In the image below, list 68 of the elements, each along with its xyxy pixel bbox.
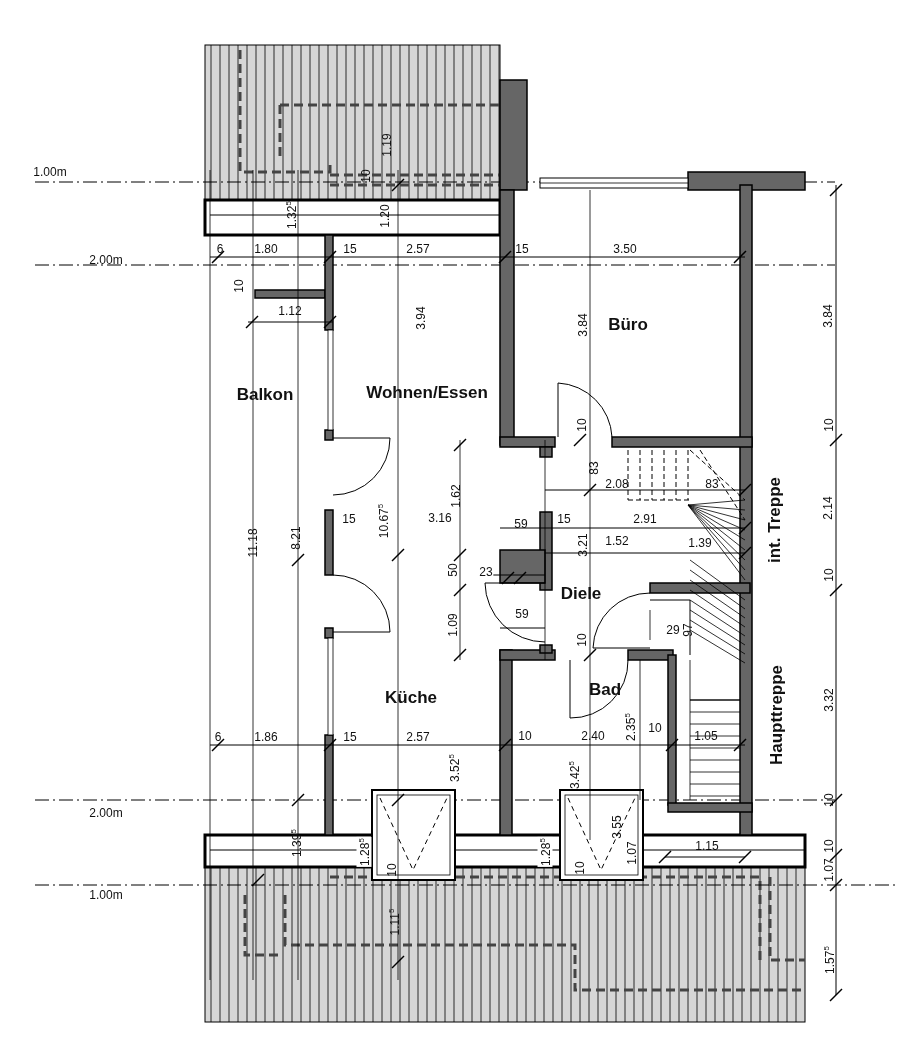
room-name: int. Treppe xyxy=(765,477,783,563)
dimension-label: 10 xyxy=(360,169,372,183)
dimension-label: 2.00m xyxy=(89,807,123,819)
dimension-label: 2.00m xyxy=(89,254,123,266)
dimension-label: 50 xyxy=(447,563,459,577)
dimension-label: 2.14 xyxy=(822,496,834,520)
dimension-label: 2.57 xyxy=(406,731,430,743)
dimension-label: 97 xyxy=(682,623,694,637)
room-name: Wohnen/Essen xyxy=(366,383,488,401)
dimension-label: 2.40 xyxy=(581,730,605,742)
dimension-label: 3.84 xyxy=(822,304,834,328)
dimension-label: 1.00m xyxy=(33,166,67,178)
dimension-label: 15 xyxy=(343,243,357,255)
dimension-label: 11.18 xyxy=(247,528,259,558)
dimension-label: 1.80 xyxy=(254,243,278,255)
dimension-label: 1.20 xyxy=(379,204,391,228)
dimension-label: 15 xyxy=(515,243,529,255)
room-name: Haupttreppe xyxy=(767,664,785,766)
dimension-label: 1.19 xyxy=(381,133,393,157)
dimension-label: 1.07 xyxy=(626,841,638,865)
dimension-label: 10 xyxy=(574,861,586,875)
dimension-label: 15 xyxy=(557,513,571,525)
dimension-label: 1.09 xyxy=(447,613,459,637)
dimension-label: 3.21 xyxy=(577,533,589,557)
dimension-label: 1.05 xyxy=(694,730,718,742)
dimension-label: 3.32 xyxy=(823,688,835,712)
dimension-label: 10 xyxy=(518,730,532,742)
dimension-label: 83 xyxy=(588,461,600,475)
dimension-label: 1.00m xyxy=(89,889,123,901)
dimension-label: 10 xyxy=(648,722,662,734)
dimension-label: 3.84 xyxy=(577,313,589,337)
dimension-label: 59 xyxy=(515,608,529,620)
dimension-label: 10 xyxy=(386,863,398,877)
dimension-label: 10 xyxy=(823,568,835,582)
dimension-label: 1.62 xyxy=(450,484,462,508)
dimension-label: 3.16 xyxy=(428,512,452,524)
dimension-label: 1.15 xyxy=(695,840,719,852)
dimension-label: 3.94 xyxy=(415,306,427,330)
dimension-label: 10 xyxy=(823,793,835,807)
dimension-label: 1.07 xyxy=(823,858,835,882)
dimension-label: 10 xyxy=(823,839,835,853)
dimension-label: 2.08 xyxy=(605,478,629,490)
dimension-label: 10 xyxy=(576,418,588,432)
dimension-label: 15 xyxy=(342,513,356,525)
dimension-label: 2.57 xyxy=(406,243,430,255)
dimension-label: 10 xyxy=(823,418,835,432)
dimension-label: 15 xyxy=(343,731,357,743)
dimension-label: 3.55 xyxy=(611,815,623,839)
dimension-label: 6 xyxy=(214,731,222,743)
dimension-label: 10 xyxy=(576,633,588,647)
dimension-label: 8.21 xyxy=(290,526,302,550)
dimension-label: 1.39 xyxy=(688,537,712,549)
dimension-label: 23 xyxy=(478,565,494,579)
dimension-label: 29 xyxy=(666,624,680,636)
dimension-label: 83 xyxy=(705,478,719,490)
dimension-label: 1.86 xyxy=(254,731,278,743)
dimension-label: 1.12 xyxy=(278,305,302,317)
room-name: Büro xyxy=(608,315,648,333)
dimension-label: 3.50 xyxy=(613,243,637,255)
dimension-label: 10 xyxy=(233,279,245,293)
room-name: Diele xyxy=(560,584,602,602)
room-name: Küche xyxy=(385,688,437,706)
dimension-label: 6 xyxy=(216,243,224,255)
dimension-label: 2.91 xyxy=(633,513,657,525)
room-name: Bad xyxy=(588,680,622,698)
room-name: Balkon xyxy=(236,385,294,403)
dimension-label: 1.52 xyxy=(605,535,629,547)
dimension-label: 59 xyxy=(514,518,528,530)
